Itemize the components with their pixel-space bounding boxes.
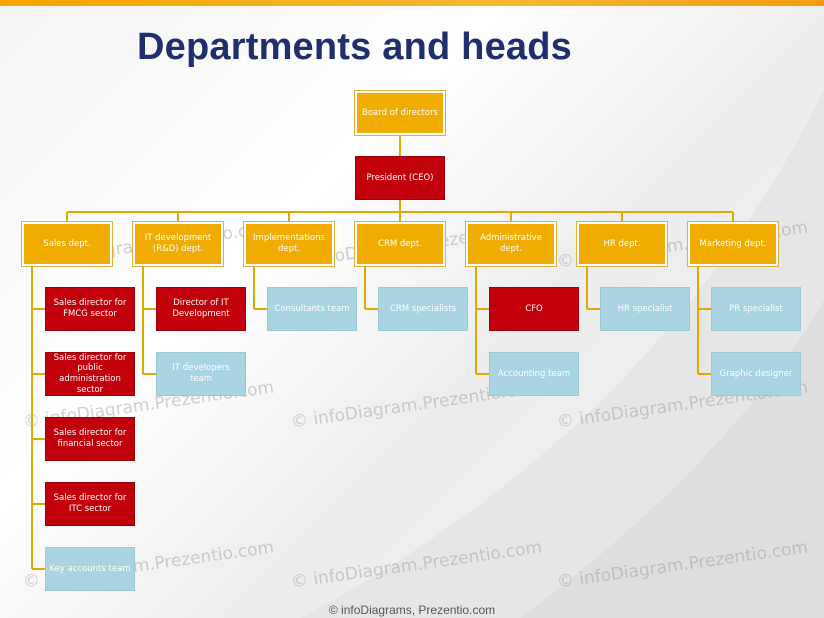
department-box: Sales dept. [22, 222, 112, 266]
team-box: Consultants team [267, 287, 357, 331]
head-box: Sales director for public administration… [45, 352, 135, 396]
top-accent-bar [0, 0, 824, 6]
page-title: Departments and heads [137, 26, 572, 68]
board-of-directors-box: Board of directors [355, 91, 445, 135]
department-box: Marketing dept. [688, 222, 778, 266]
department-box: CRM dept. [355, 222, 445, 266]
team-box: Graphic designer [711, 352, 801, 396]
head-box: Director of IT Development [156, 287, 246, 331]
department-box: Implementations dept. [244, 222, 334, 266]
department-box: Administrative dept. [466, 222, 556, 266]
head-box: Sales director for financial sector [45, 417, 135, 461]
team-box: PR specialist [711, 287, 801, 331]
head-box: Sales director for FMCG sector [45, 287, 135, 331]
head-box: Sales director for ITC sector [45, 482, 135, 526]
team-box: IT developers team [156, 352, 246, 396]
head-box: CFO [489, 287, 579, 331]
team-box: HR specialist [600, 287, 690, 331]
team-box: Accounting team [489, 352, 579, 396]
team-box: Key accounts team [45, 547, 135, 591]
footer-credit: © infoDiagrams, Prezentio.com [328, 603, 496, 617]
president-box: President (CEO) [355, 156, 445, 200]
team-box: CRM specialists [378, 287, 468, 331]
department-box: IT development (R&D) dept. [133, 222, 223, 266]
department-box: HR dept. [577, 222, 667, 266]
